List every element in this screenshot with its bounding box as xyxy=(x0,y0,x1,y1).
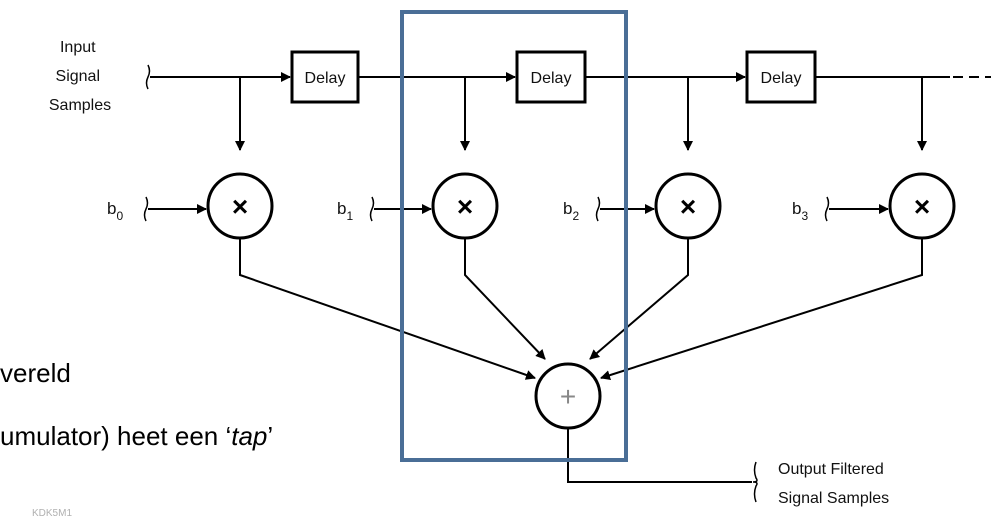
multiplier-3: × xyxy=(888,172,956,240)
svg-text:b1: b1 xyxy=(337,199,353,223)
output-label: Output Filtered Signal Samples xyxy=(778,461,889,507)
output-line xyxy=(567,428,752,483)
multiply-symbol: × xyxy=(232,191,248,222)
multiply-symbol: × xyxy=(457,191,473,222)
svg-text:b2: b2 xyxy=(563,199,579,223)
sum-line-2 xyxy=(589,238,689,360)
adder-symbol: + xyxy=(560,381,576,412)
svg-text:b3: b3 xyxy=(792,199,808,223)
coefficient-b1: b1 xyxy=(337,196,432,223)
sum-line-1 xyxy=(464,238,546,360)
svg-text:b0: b0 xyxy=(107,199,123,223)
multiplier-1: × xyxy=(431,172,499,240)
slide-text-line-1: vereld xyxy=(0,358,71,388)
multiply-symbol: × xyxy=(914,191,930,222)
multiplier-0: × xyxy=(206,172,274,240)
delay-block-2: Delay xyxy=(515,50,587,104)
delay-block-1: Delay xyxy=(290,50,360,104)
slide-text-line-2: umulator) heet een ‘tap’ xyxy=(0,421,273,451)
multiplier-2: × xyxy=(654,172,722,240)
highlight-box xyxy=(400,10,628,462)
multiply-symbol: × xyxy=(680,191,696,222)
coefficient-b0: b0 xyxy=(107,196,207,223)
delay-block-3: Delay xyxy=(745,50,817,104)
delay-label: Delay xyxy=(761,70,802,87)
input-label: Input Signal Samples xyxy=(49,39,111,114)
delay-label: Delay xyxy=(305,70,346,87)
coefficient-b3: b3 xyxy=(792,196,889,223)
faint-text: KDK5M1 xyxy=(32,508,72,519)
sum-line-0 xyxy=(239,238,536,380)
adder: + xyxy=(534,362,602,430)
output-brace xyxy=(752,461,758,503)
delay-label: Delay xyxy=(531,70,572,87)
sum-line-3 xyxy=(600,238,923,381)
input-brace xyxy=(145,64,151,90)
coefficient-b2: b2 xyxy=(563,196,655,223)
